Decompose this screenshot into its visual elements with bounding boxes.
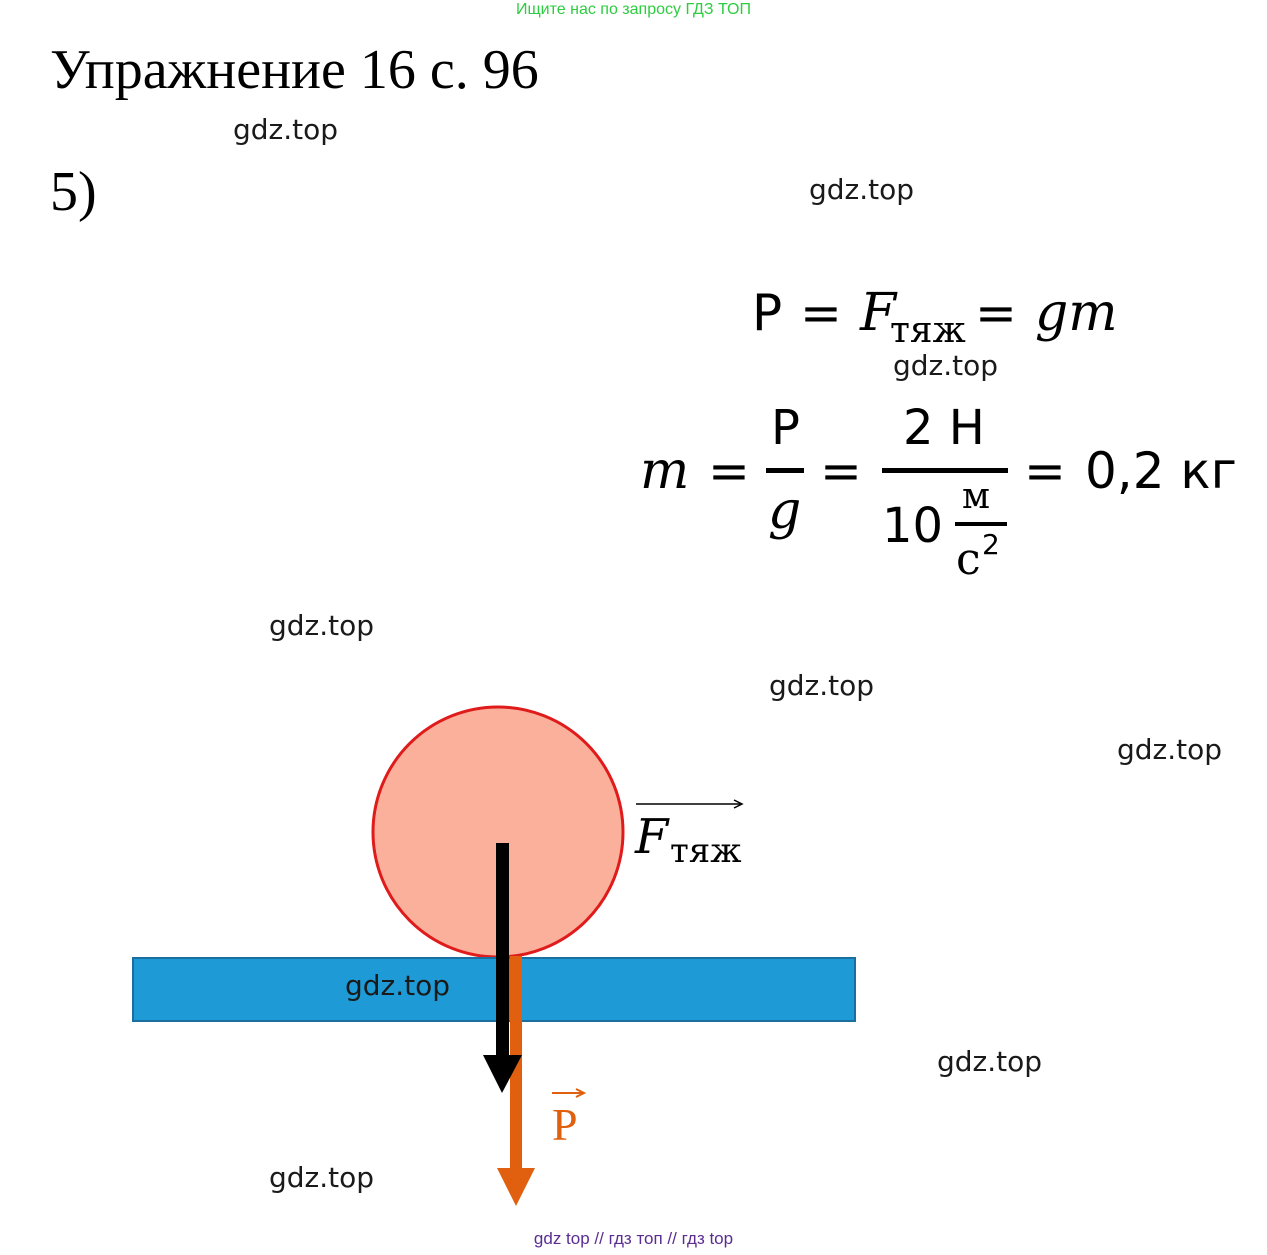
unit-fraction-bar [955, 522, 1007, 526]
gravity-force-label: F тяж [634, 799, 744, 871]
weight-label: P [552, 1088, 587, 1150]
formula1-F: F [859, 283, 898, 343]
watermark: gdz.top [809, 173, 915, 206]
formula2-eq: = [1024, 442, 1066, 500]
watermark: gdz.top [937, 1045, 1043, 1078]
formula1-P: P [752, 284, 782, 342]
formula1-gm: gm [1035, 283, 1118, 343]
formula1-eq: = [800, 284, 842, 342]
watermark: gdz.top [1117, 733, 1223, 766]
gravity-arrow [483, 843, 522, 1093]
fraction1-denominator: g [768, 481, 801, 541]
fraction1-numerator: P [771, 400, 800, 456]
watermark: gdz.top [269, 1161, 375, 1194]
fraction1-bar [766, 468, 804, 473]
top-banner[interactable]: Ищите нас по запросу ГДЗ ТОП [516, 1, 751, 18]
formula2-eq: = [820, 442, 862, 500]
page-title: Упражнение 16 с. 96 [50, 39, 539, 101]
watermark: gdz.top [233, 113, 339, 146]
watermark: gdz.top [269, 609, 375, 642]
footer-links[interactable]: gdz top // гдз топ // гдз top [533, 1229, 734, 1248]
part-label: 5) [50, 161, 97, 223]
unit-exponent: 2 [982, 528, 1000, 561]
fraction2-denominator-number: 10 [882, 498, 943, 554]
formula2-m: m [640, 441, 689, 501]
formula2-eq: = [708, 442, 750, 500]
fraction2-bar [882, 468, 1008, 473]
unit-numerator: м [962, 476, 990, 517]
fraction2-numerator: 2 H [903, 400, 985, 456]
formula-mass: m = P g = 2 H 10 м с 2 = 0,2 кг [640, 400, 1237, 585]
watermark: gdz.top [769, 669, 875, 702]
weight-symbol: P [552, 1099, 578, 1150]
table-surface [132, 957, 856, 1022]
formula1-eq: = [975, 284, 1017, 342]
gravity-force-subscript: тяж [670, 831, 742, 871]
formula1-F-subscript: тяж [890, 310, 966, 351]
formula-weight-equals-gravity: P = F тяж = gm [752, 283, 1118, 351]
formula2-result: 0,2 кг [1085, 442, 1237, 500]
gravity-force-symbol: F [634, 809, 670, 865]
force-diagram: F тяж P [132, 705, 856, 1206]
unit-denominator: с [956, 534, 981, 585]
watermark: gdz.top [893, 349, 999, 382]
watermark: gdz.top [345, 969, 451, 1002]
